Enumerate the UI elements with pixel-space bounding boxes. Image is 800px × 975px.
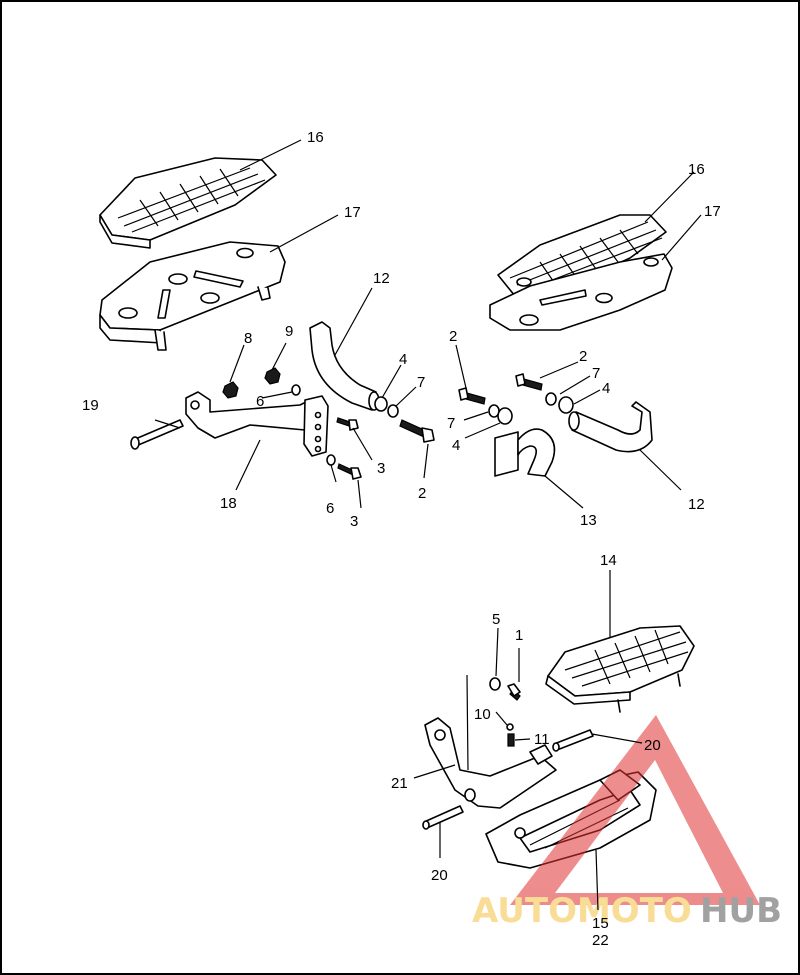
- callout-8: 8: [244, 330, 252, 347]
- callout-20-upper: 20: [644, 737, 661, 754]
- screw-3-upper: [336, 417, 359, 431]
- pivot-pin-upper: [552, 729, 594, 752]
- callout-2-right: 2: [579, 348, 587, 365]
- callout-2-lower-left: 2: [418, 485, 426, 502]
- left-mounting-bracket: [185, 391, 329, 457]
- washer-5: [489, 677, 501, 691]
- detent-ball: [506, 723, 514, 731]
- callout-4-left: 4: [399, 351, 407, 368]
- screw-3-lower: [337, 463, 362, 480]
- callout-16-right: 16: [688, 161, 705, 178]
- bolt-2-right-b: [515, 373, 543, 391]
- washer-6-lower: [326, 454, 336, 466]
- callout-15: 15: [592, 915, 609, 932]
- support-tube-lower: [494, 428, 556, 477]
- callout-7-right: 7: [592, 365, 600, 382]
- callout-11: 11: [534, 731, 550, 748]
- washer-7-left: [387, 404, 399, 418]
- callout-3-upper: 3: [377, 460, 385, 477]
- locknut-9: [264, 367, 281, 385]
- callout-2-mid: 2: [449, 328, 457, 345]
- callout-4-mid: 4: [452, 437, 460, 454]
- callout-20-lower: 20: [431, 867, 448, 884]
- washer-4-right-b: [558, 396, 574, 414]
- callout-6-lower: 6: [326, 500, 334, 517]
- callout-7-left: 7: [417, 374, 425, 391]
- callout-10: 10: [474, 706, 491, 723]
- left-floorboard-pad: [99, 157, 277, 249]
- leader-lines: [154, 139, 702, 911]
- callout-17-right: 17: [704, 203, 721, 220]
- callout-14: 14: [600, 552, 617, 569]
- washer-4-left: [374, 396, 388, 412]
- callout-18: 18: [220, 495, 237, 512]
- callout-12-lower: 12: [688, 496, 705, 513]
- callout-6-upper: 6: [256, 393, 264, 410]
- support-tube-right: [568, 401, 653, 453]
- callout-5: 5: [492, 611, 500, 628]
- callout-16-left: 16: [307, 129, 324, 146]
- washer-6-upper: [291, 384, 301, 396]
- footrest-rubber-pad: [545, 625, 695, 713]
- callout-22: 22: [592, 932, 609, 949]
- detent-spring: [507, 733, 515, 747]
- callout-21: 21: [391, 775, 408, 792]
- right-floorboard-frame: [489, 253, 673, 331]
- callout-3-lower: 3: [350, 513, 358, 530]
- bolt-2-left: [399, 419, 435, 443]
- callout-19: 19: [82, 397, 99, 414]
- callout-12-upper: 12: [373, 270, 390, 287]
- pivot-pin-lower: [422, 805, 464, 830]
- callout-17-left: 17: [344, 204, 361, 221]
- automotohub-watermark: AUTOMOTO HUB: [472, 715, 782, 931]
- watermark-text-automoto: AUTOMOTO: [472, 891, 692, 931]
- footrest-mount-arm: [424, 674, 557, 809]
- left-floorboard-frame: [99, 241, 286, 351]
- callout-13: 13: [580, 512, 597, 529]
- screw-1: [507, 683, 521, 701]
- bolt-2-right-a: [458, 387, 486, 405]
- callout-numbers: 16 17 12 8 9 19 6 4 7 3 18 6 3 2 2 7 4 2…: [82, 129, 721, 949]
- callout-1: 1: [515, 627, 523, 644]
- callout-4-right: 4: [602, 380, 610, 397]
- callout-9: 9: [285, 323, 293, 340]
- watermark-triangle-icon: [510, 715, 760, 905]
- callout-7-mid: 7: [447, 415, 455, 432]
- washer-4-right-a: [497, 407, 513, 425]
- washer-7-right-b: [545, 392, 557, 406]
- locknut-8: [222, 381, 239, 399]
- watermark-text-hub: HUB: [700, 891, 782, 931]
- clevis-pin: [130, 419, 184, 450]
